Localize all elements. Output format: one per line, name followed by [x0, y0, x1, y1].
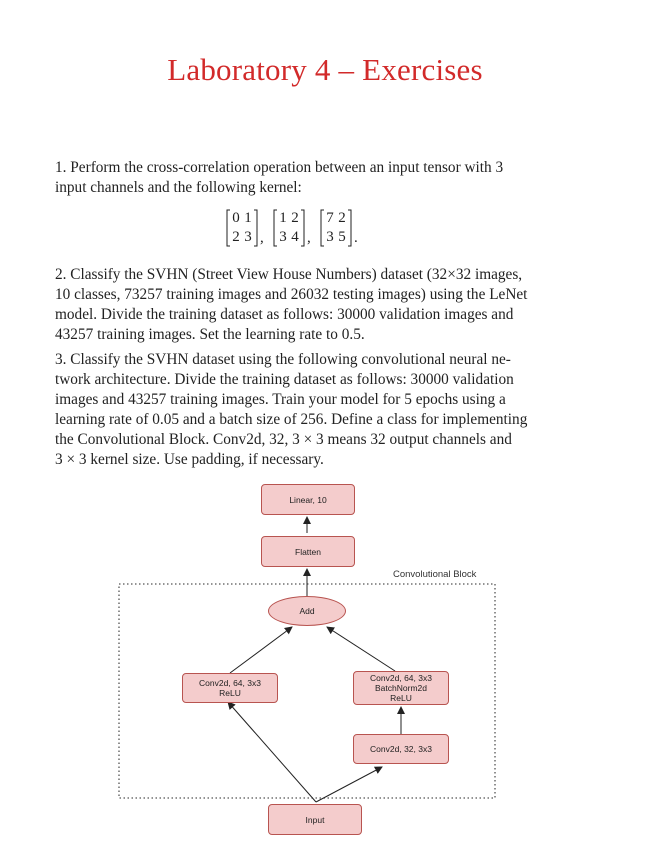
exercise-2-line: 10 classes, 73257 training images and 26… [55, 286, 528, 303]
exercise-2-line: model. Divide the training dataset as fo… [55, 306, 514, 323]
matrix-cell: 3 [326, 229, 334, 245]
arrow-left-conv-to-add [229, 626, 293, 674]
node-label: Input [305, 814, 325, 825]
matrix-cell: 5 [338, 229, 346, 245]
page-title: Laboratory 4 – Exercises [167, 52, 483, 87]
conv32-node: Conv2d, 32, 3x3 [353, 734, 449, 764]
matrix-separator: , [260, 230, 264, 246]
node-label: Conv2d, 64, 3x3 [199, 678, 261, 688]
matrix-cell: 2 [338, 210, 346, 226]
exercise-3-line: learning rate of 0.05 and a batch size o… [55, 411, 528, 428]
matrix-cell: 3 [279, 229, 287, 245]
left-conv-node: Conv2d, 64, 3x3 ReLU [182, 673, 278, 703]
exercise-1-text: 1. Perform the cross-correlation operati… [55, 158, 578, 198]
matrix-brackets [226, 209, 258, 247]
matrix-cell: 3 [244, 229, 252, 245]
matrix-brackets [320, 209, 352, 247]
matrix-cell: 1 [279, 210, 287, 226]
matrix-brackets [273, 209, 305, 247]
exercise-3-line: 3. Classify the SVHN dataset using the f… [55, 351, 511, 368]
exercise-1-line: input channels and the following kernel: [55, 179, 302, 196]
matrix-cell: 0 [232, 210, 240, 226]
exercise-3-line: twork architecture. Divide the training … [55, 371, 514, 388]
node-label: Linear, 10 [289, 494, 327, 505]
node-label: Flatten [295, 546, 321, 557]
exercise-3-line: the Convolutional Block. Conv2d, 32, 3 ×… [55, 431, 512, 448]
exercise-3-line: 3 × 3 kernel size. Use padding, if neces… [55, 451, 324, 468]
right-conv-node: Conv2d, 64, 3x3 BatchNorm2d ReLU [353, 671, 449, 705]
input-node: Input [268, 804, 362, 835]
matrix-separator: , [307, 230, 311, 246]
node-label: ReLU [390, 693, 412, 703]
flatten-node: Flatten [261, 536, 355, 567]
exercise-2-line: 2. Classify the SVHN (Street View House … [55, 266, 523, 283]
arrow-right-conv-to-add [326, 626, 396, 672]
node-label: BatchNorm2d [375, 683, 427, 693]
add-node: Add [268, 596, 346, 626]
node-label: ReLU [219, 688, 241, 698]
exercise-3-text: 3. Classify the SVHN dataset using the f… [55, 350, 578, 470]
matrix-cell: 7 [326, 210, 334, 226]
node-label: Conv2d, 32, 3x3 [370, 744, 432, 754]
matrix-separator: . [354, 230, 358, 246]
arrow-input-to-conv32 [315, 766, 383, 803]
node-label: Add [299, 606, 315, 616]
arrow-input-to-left-conv [227, 701, 317, 803]
matrix-cell: 2 [291, 210, 299, 226]
linear-node: Linear, 10 [261, 484, 355, 515]
convolutional-block-label: Convolutional Block [393, 569, 477, 580]
exercise-2-text: 2. Classify the SVHN (Street View House … [55, 265, 578, 345]
matrix-cell: 4 [291, 229, 299, 245]
exercise-3-line: images and 43257 training images. Train … [55, 391, 506, 408]
exercise-1-line: 1. Perform the cross-correlation operati… [55, 159, 504, 176]
matrix-cell: 1 [244, 210, 252, 226]
node-label: Conv2d, 64, 3x3 [370, 673, 432, 683]
matrix-cell: 2 [232, 229, 240, 245]
exercise-2-line: 43257 training images. Set the learning … [55, 326, 365, 343]
